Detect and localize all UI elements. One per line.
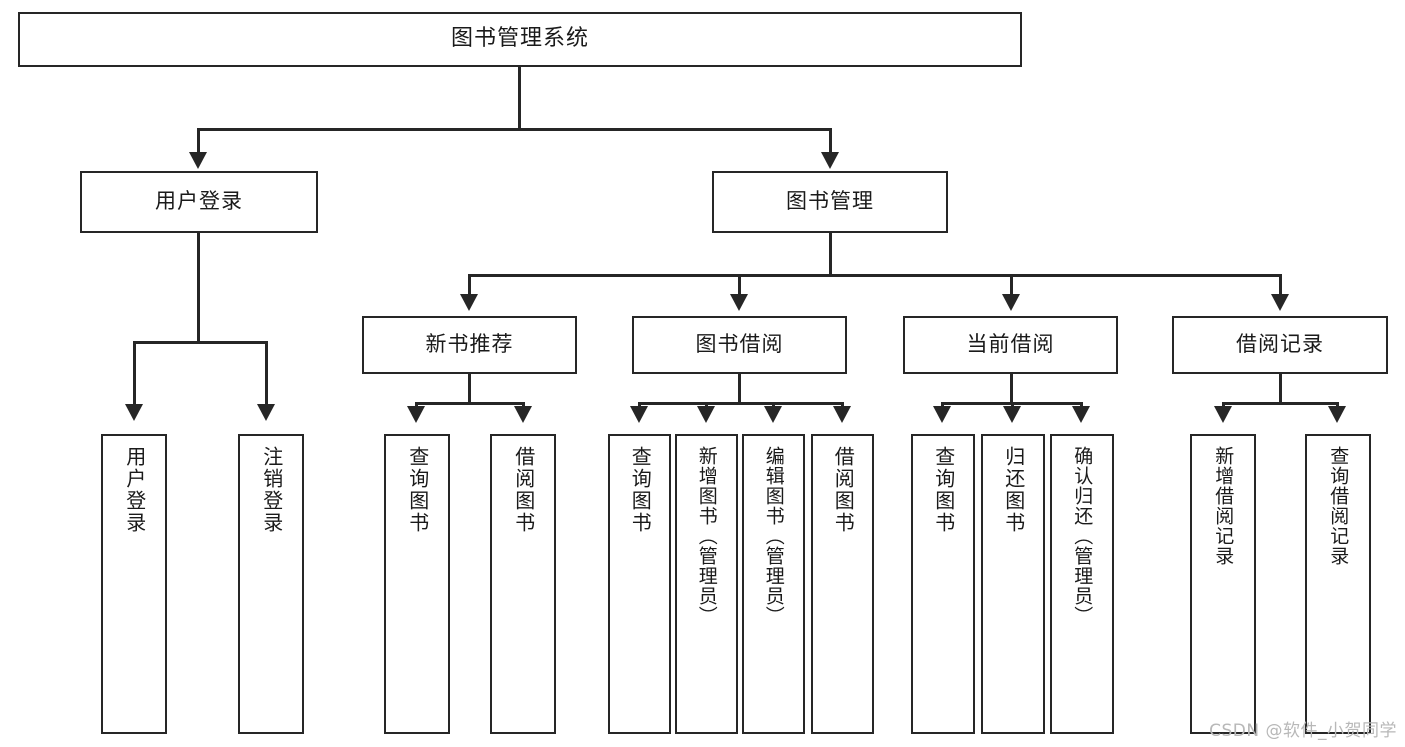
arrow-to-leaf-confirm-return <box>1072 406 1090 423</box>
edge-bb-stem <box>738 374 741 404</box>
edge-user-login-drop-2 <box>265 341 268 408</box>
leaf-add-record-label: 新增借阅记录 <box>1212 446 1235 566</box>
leaf-add-book-label: 新增图书（管理员） <box>695 446 718 626</box>
leaf-user-logout-label: 注销登录 <box>259 446 284 534</box>
arrow-to-leaf-query-book-2 <box>630 406 648 423</box>
arrow-to-leaf-return-book <box>1003 406 1021 423</box>
leaf-borrow-book-1-label: 借阅图书 <box>511 446 536 534</box>
edge-book-manage-stem <box>829 233 832 276</box>
edge-nbr-bus <box>415 402 525 405</box>
node-new-book-rec[interactable]: 新书推荐 <box>362 316 577 374</box>
leaf-borrow-book-2[interactable]: 借阅图书 <box>811 434 874 734</box>
edge-user-login-drop-1 <box>133 341 136 408</box>
leaf-confirm-return[interactable]: 确认归还（管理员） <box>1050 434 1114 734</box>
leaf-add-record[interactable]: 新增借阅记录 <box>1190 434 1256 734</box>
arrow-to-leaf-borrow-book-1 <box>514 406 532 423</box>
node-book-borrow[interactable]: 图书借阅 <box>632 316 847 374</box>
node-borrow-record[interactable]: 借阅记录 <box>1172 316 1388 374</box>
arrow-to-leaf-query-record <box>1328 406 1346 423</box>
edge-root-stem <box>518 67 521 130</box>
node-book-manage-label: 图书管理 <box>786 189 874 214</box>
leaf-query-book-2[interactable]: 查询图书 <box>608 434 671 734</box>
arrow-to-user-login <box>189 152 207 169</box>
edge-bm-drop-2 <box>738 274 741 298</box>
arrow-to-leaf-user-login <box>125 404 143 421</box>
arrow-to-leaf-edit-book <box>764 406 782 423</box>
edge-cb-stem <box>1010 374 1013 404</box>
node-user-login-label: 用户登录 <box>155 189 243 214</box>
leaf-edit-book[interactable]: 编辑图书（管理员） <box>742 434 805 734</box>
node-current-borrow[interactable]: 当前借阅 <box>903 316 1118 374</box>
edge-user-login-bus <box>133 341 268 344</box>
leaf-user-login[interactable]: 用户登录 <box>101 434 167 734</box>
arrow-to-leaf-add-record <box>1214 406 1232 423</box>
edge-nbr-stem <box>468 374 471 404</box>
node-book-borrow-label: 图书借阅 <box>695 332 784 357</box>
node-current-borrow-label: 当前借阅 <box>966 332 1055 357</box>
leaf-user-logout[interactable]: 注销登录 <box>238 434 304 734</box>
leaf-query-record-label: 查询借阅记录 <box>1327 446 1350 566</box>
leaf-borrow-book-1[interactable]: 借阅图书 <box>490 434 556 734</box>
arrow-to-book-borrow <box>730 294 748 311</box>
edge-root-to-book-manage <box>829 128 832 156</box>
edge-bm-drop-3 <box>1010 274 1013 298</box>
leaf-query-book-1-label: 查询图书 <box>405 446 430 534</box>
leaf-query-book-3-label: 查询图书 <box>931 446 956 534</box>
arrow-to-leaf-add-book <box>697 406 715 423</box>
arrow-to-current-borrow <box>1002 294 1020 311</box>
node-borrow-record-label: 借阅记录 <box>1236 332 1324 357</box>
arrow-to-borrow-record <box>1271 294 1289 311</box>
edge-bm-drop-4 <box>1279 274 1282 298</box>
node-book-manage[interactable]: 图书管理 <box>712 171 948 233</box>
edge-br-bus <box>1222 402 1339 405</box>
node-root-label: 图书管理系统 <box>450 26 589 52</box>
arrow-to-leaf-query-book-1 <box>407 406 425 423</box>
leaf-return-book[interactable]: 归还图书 <box>981 434 1045 734</box>
csdn-watermark: CSDN @软件_小贺同学 <box>1209 721 1397 741</box>
edge-bb-bus <box>638 402 844 405</box>
leaf-borrow-book-2-label: 借阅图书 <box>831 446 856 534</box>
edge-bm-drop-1 <box>468 274 471 298</box>
edge-root-bus <box>197 128 832 131</box>
node-root[interactable]: 图书管理系统 <box>18 12 1022 67</box>
arrow-to-book-manage <box>821 152 839 169</box>
edge-user-login-stem <box>197 233 200 343</box>
edge-root-to-user-login <box>197 128 200 156</box>
edge-book-manage-bus <box>468 274 1282 277</box>
arrow-to-leaf-borrow-book-2 <box>833 406 851 423</box>
arrow-to-leaf-user-logout <box>257 404 275 421</box>
leaf-confirm-return-label: 确认归还（管理员） <box>1071 446 1094 626</box>
leaf-return-book-label: 归还图书 <box>1001 446 1026 534</box>
edge-br-stem <box>1279 374 1282 404</box>
arrow-to-new-book-rec <box>460 294 478 311</box>
leaf-query-book-3[interactable]: 查询图书 <box>911 434 975 734</box>
leaf-add-book[interactable]: 新增图书（管理员） <box>675 434 738 734</box>
leaf-query-book-1[interactable]: 查询图书 <box>384 434 450 734</box>
leaf-edit-book-label: 编辑图书（管理员） <box>762 446 785 626</box>
leaf-query-book-2-label: 查询图书 <box>628 446 653 534</box>
node-user-login[interactable]: 用户登录 <box>80 171 318 233</box>
node-new-book-rec-label: 新书推荐 <box>425 332 514 357</box>
leaf-user-login-label: 用户登录 <box>122 446 147 534</box>
leaf-query-record[interactable]: 查询借阅记录 <box>1305 434 1371 734</box>
arrow-to-leaf-query-book-3 <box>933 406 951 423</box>
